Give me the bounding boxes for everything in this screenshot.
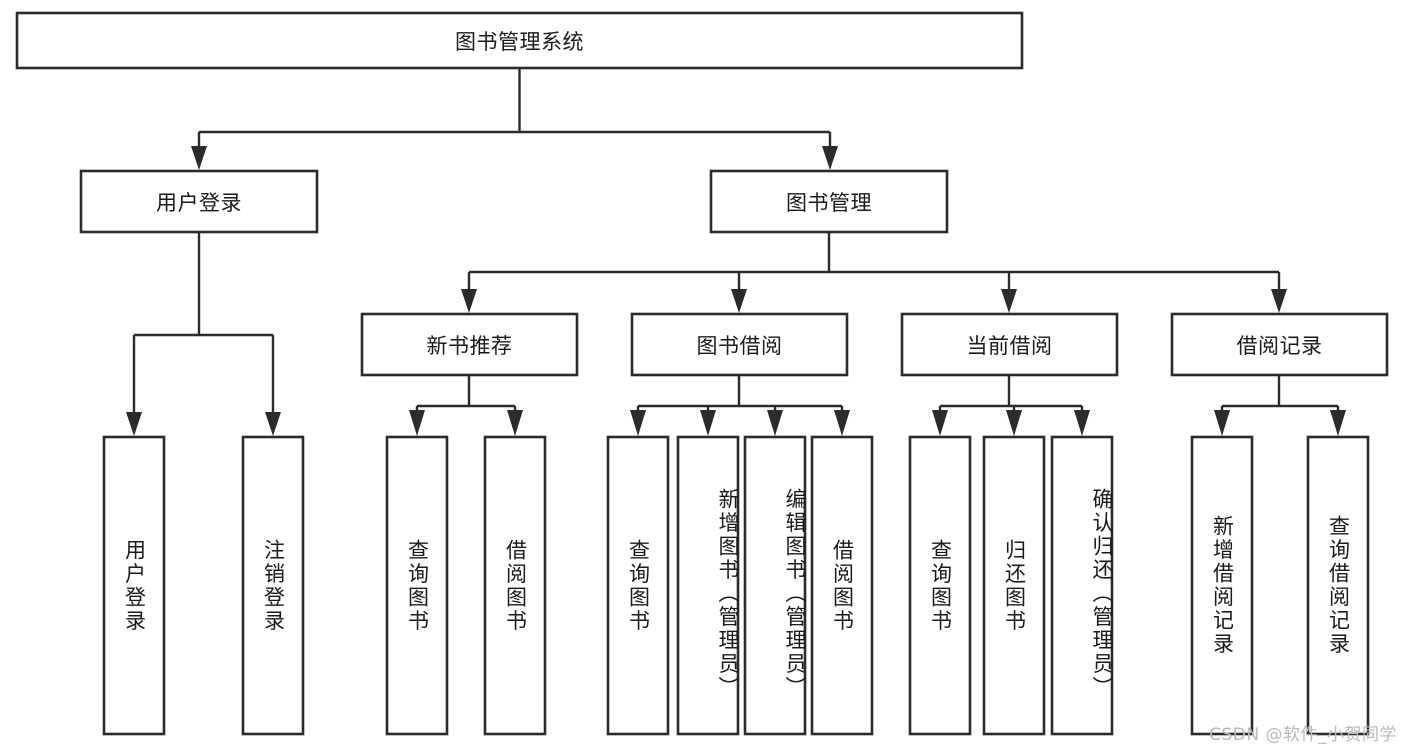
node-box-leaf-query-book-1[interactable] <box>385 435 449 736</box>
node-box-new-book-recommend[interactable] <box>360 312 579 377</box>
connectors-root-to-level2 <box>191 68 838 170</box>
arrow-head-book-borrow <box>731 289 747 313</box>
node-box-book-manage[interactable] <box>709 169 949 234</box>
connectors-new-book-recommend-to-leaves <box>409 375 523 436</box>
node-box-current-borrow[interactable] <box>900 312 1119 377</box>
watermark-text: CSDN @软件_小贺同学 <box>1209 725 1397 745</box>
node-box-leaf-query-book-3[interactable] <box>908 435 972 736</box>
arrow-head-borrow-record <box>1271 289 1287 313</box>
arrow-head-leaf-borrow-book-1 <box>507 410 523 436</box>
node-box-leaf-user-login[interactable] <box>102 435 166 736</box>
arrow-head-leaf-add-record <box>1214 410 1230 436</box>
node-box-leaf-return-book[interactable] <box>982 435 1046 736</box>
node-box-leaf-borrow-book-1[interactable] <box>483 435 547 736</box>
node-box-leaf-edit-book[interactable] <box>743 435 807 736</box>
node-boxes <box>15 11 1389 736</box>
arrow-head-user-login <box>191 146 207 170</box>
connectors-user-login-to-leaves <box>126 232 281 436</box>
arrow-head-leaf-query-record <box>1330 410 1346 436</box>
arrow-head-new-book-recommend <box>461 289 477 313</box>
node-box-leaf-add-book[interactable] <box>676 435 740 736</box>
arrow-head-leaf-query-book-1 <box>409 410 425 436</box>
node-box-user-login[interactable] <box>79 169 319 234</box>
node-box-book-borrow[interactable] <box>630 312 849 377</box>
arrow-head-leaf-logout <box>265 412 281 436</box>
node-box-leaf-logout[interactable] <box>241 435 305 736</box>
arrow-head-leaf-user-login <box>126 412 142 436</box>
node-box-leaf-borrow-book-2[interactable] <box>810 435 874 736</box>
arrow-head-leaf-add-book <box>700 410 716 436</box>
node-box-leaf-query-book-2[interactable] <box>606 435 670 736</box>
node-box-leaf-query-record[interactable] <box>1306 435 1370 736</box>
arrow-head-leaf-borrow-book-2 <box>834 410 850 436</box>
arrow-head-leaf-query-book-3 <box>932 410 948 436</box>
arrow-head-leaf-return-book <box>1006 410 1022 436</box>
arrow-head-leaf-edit-book <box>767 410 783 436</box>
node-box-root[interactable] <box>15 11 1024 70</box>
node-box-borrow-record[interactable] <box>1170 312 1389 377</box>
connectors-book-manage-to-level3 <box>461 232 1287 313</box>
connectors-current-borrow-to-leaves <box>932 375 1090 436</box>
arrow-head-leaf-query-book-2 <box>630 410 646 436</box>
connectors-borrow-record-to-leaves <box>1214 375 1346 436</box>
node-box-leaf-confirm-return[interactable] <box>1050 435 1114 736</box>
arrow-head-book-manage <box>822 146 838 170</box>
node-box-leaf-add-record[interactable] <box>1190 435 1254 736</box>
connectors-book-borrow-to-leaves <box>630 375 850 436</box>
arrow-head-leaf-confirm-return <box>1074 410 1090 436</box>
arrow-head-current-borrow <box>1001 289 1017 313</box>
